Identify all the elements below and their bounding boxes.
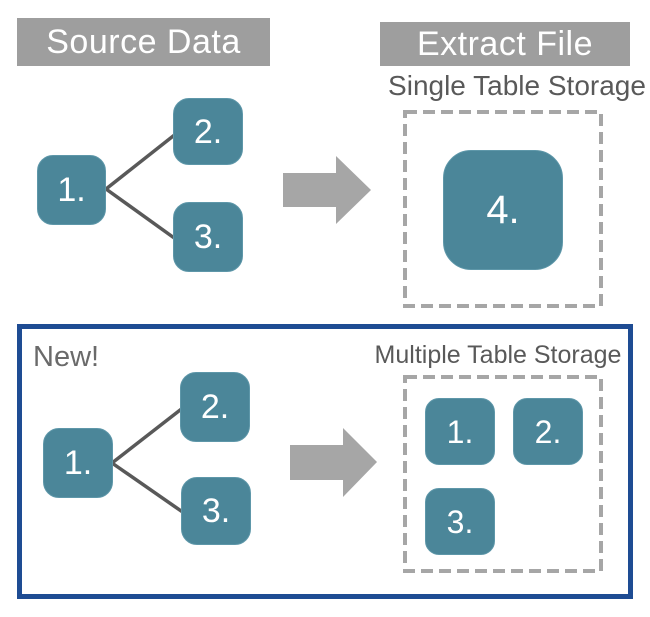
source-data-header: Source Data <box>17 18 270 66</box>
single-storage-node-4: 4. <box>443 150 563 270</box>
multiple-storage-node-3: 3. <box>425 488 495 555</box>
source-node-3: 3. <box>173 202 243 272</box>
extract-file-header: Extract File <box>380 22 630 66</box>
multiple-storage-node-2: 2. <box>513 398 583 465</box>
extract-file-header-label: Extract File <box>416 25 594 63</box>
new-badge: New! <box>33 341 100 373</box>
bottom-source-node-3-label: 3. <box>201 492 231 530</box>
connector-line <box>110 405 186 465</box>
multiple-table-storage-title: Multiple Table Storage <box>374 340 622 369</box>
bottom-source-node-2: 2. <box>180 372 250 442</box>
right-arrow-icon <box>290 428 377 497</box>
bottom-source-node-3: 3. <box>181 477 251 545</box>
connector-line <box>111 461 185 515</box>
source-node-1: 1. <box>37 155 106 225</box>
new-feature-panel <box>17 324 633 599</box>
source-node-3-label: 3. <box>193 218 223 256</box>
multiple-storage-node-2-label: 2. <box>534 413 562 450</box>
multiple-storage-node-1-label: 1. <box>446 413 474 450</box>
source-node-1-label: 1. <box>57 171 86 209</box>
multiple-storage-node-1: 1. <box>425 398 495 465</box>
right-arrow-icon <box>283 156 371 224</box>
connector-line <box>104 131 179 191</box>
single-table-storage-title: Single Table Storage <box>388 70 646 101</box>
connector-line <box>104 187 179 242</box>
multiple-table-storage-dashed-box <box>403 375 603 573</box>
single-table-storage-dashed-box <box>403 110 603 308</box>
multiple-storage-node-3-label: 3. <box>446 503 474 540</box>
bottom-source-node-1: 1. <box>43 428 113 498</box>
source-data-header-label: Source Data <box>46 23 241 61</box>
single-storage-node-4-label: 4. <box>486 188 520 232</box>
source-node-2-label: 2. <box>193 112 223 151</box>
source-node-2: 2. <box>173 98 243 165</box>
bottom-source-node-2-label: 2. <box>200 388 230 426</box>
bottom-source-node-1-label: 1. <box>63 444 93 482</box>
